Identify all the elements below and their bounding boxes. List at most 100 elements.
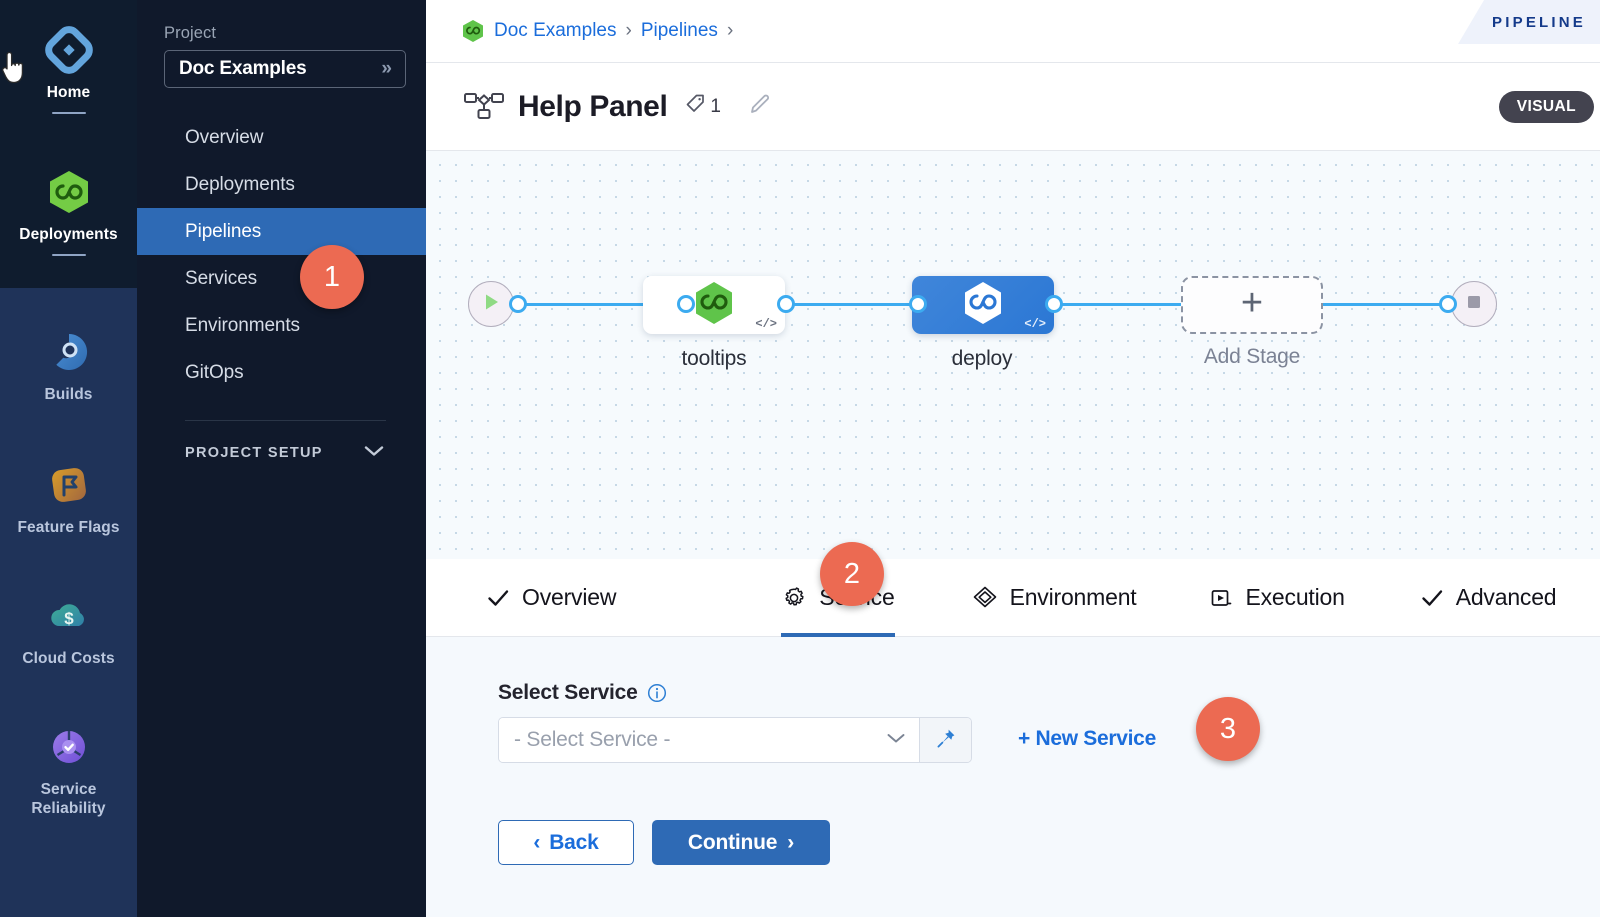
rail-item-label: Feature Flags <box>17 518 120 536</box>
pencil-icon[interactable] <box>747 91 773 122</box>
rail-item-label: Deployments <box>19 225 118 243</box>
project-selector[interactable]: Doc Examples » <box>164 50 406 88</box>
continue-button[interactable]: Continue › <box>652 820 830 865</box>
sidebar-item-label: Deployments <box>185 173 295 195</box>
select-service-group: - Select Service - <box>498 717 972 763</box>
rail-item-builds[interactable]: Builds <box>0 316 137 413</box>
chevron-right-icon: › <box>787 830 795 854</box>
plus-icon: + <box>1240 282 1264 324</box>
pin-icon <box>935 727 957 754</box>
stage-card-deploy[interactable]: </> <box>912 276 1054 334</box>
sidebar-item-services[interactable]: Services <box>137 255 426 302</box>
rail-item-home[interactable]: Home <box>0 14 137 122</box>
chevron-down-icon <box>364 445 384 461</box>
sidebar-item-overview[interactable]: Overview <box>137 114 426 161</box>
sidebar-item-label: Pipelines <box>185 220 262 242</box>
sidebar-item-label: Services <box>185 267 258 289</box>
pipeline-title-bar: Help Panel 1 VISUAL <box>426 63 1600 151</box>
harness-hex-green-icon <box>693 280 735 331</box>
pipeline-nodes-icon <box>462 89 506 125</box>
module-rail-top: Home Deployments <box>0 0 137 288</box>
edge-deploy-to-add <box>1031 303 1196 306</box>
breadcrumb: Doc Examples › Pipelines › PIPELINE <box>426 0 1600 63</box>
info-icon[interactable] <box>647 683 667 703</box>
port-deploy-out[interactable] <box>1045 295 1063 313</box>
tab-label: Advanced <box>1455 584 1557 610</box>
cloud-costs-icon: $ <box>43 590 95 642</box>
tab-execution[interactable]: Execution <box>1209 559 1345 637</box>
sidebar-item-pipelines[interactable]: Pipelines <box>137 208 426 255</box>
tab-label: Execution <box>1245 584 1345 610</box>
home-diamond-icon <box>43 24 95 76</box>
select-service-value: - Select Service - <box>514 728 671 751</box>
pin-service-button[interactable] <box>919 718 971 762</box>
check-icon <box>486 587 510 609</box>
tab-overview[interactable]: Overview <box>486 559 616 637</box>
check-icon <box>1420 587 1444 609</box>
stage-card-tooltips[interactable]: </> <box>643 276 785 334</box>
select-service-label-row: Select Service <box>498 681 1600 705</box>
port-deploy-in[interactable] <box>909 295 927 313</box>
stage-tabs: Overview Service <box>426 559 1600 637</box>
sidebar-item-label: Overview <box>185 126 264 148</box>
pipeline-canvas[interactable]: </> tooltips </> deploy <box>426 151 1600 559</box>
module-rail-bottom: Builds Feature Flags <box>0 288 137 917</box>
port-tooltips-in[interactable] <box>677 295 695 313</box>
port-tooltips-out[interactable] <box>777 295 795 313</box>
continue-button-label: Continue <box>687 830 778 854</box>
rail-item-cloud-costs[interactable]: $ Cloud Costs <box>0 580 137 677</box>
add-stage-button[interactable]: + <box>1181 276 1323 334</box>
rail-item-feature-flags[interactable]: Feature Flags <box>0 449 137 546</box>
project-selector-name: Doc Examples <box>179 58 307 79</box>
field-label: Select Service <box>498 681 638 704</box>
main-content: Doc Examples › Pipelines › PIPELINE Help… <box>426 0 1600 917</box>
sidebar-item-environments[interactable]: Environments <box>137 302 426 349</box>
project-sidebar: Project Doc Examples » Overview Deployme… <box>137 0 426 917</box>
sidebar-divider <box>185 420 386 421</box>
mode-badge-visual[interactable]: VISUAL <box>1498 90 1594 123</box>
step-badge-3: 3 <box>1196 697 1260 761</box>
rail-item-service-reliability[interactable]: Service Reliability <box>0 711 137 827</box>
select-service-input[interactable]: - Select Service - <box>499 718 919 762</box>
port-end-in[interactable] <box>1439 295 1457 313</box>
tab-environment[interactable]: Environment <box>972 559 1137 637</box>
tag-count-label: 1 <box>710 95 721 117</box>
service-form: Select Service - Select Service - <box>426 637 1600 917</box>
rail-spacer <box>0 677 137 711</box>
play-icon <box>480 291 502 318</box>
play-box-icon <box>1209 586 1233 610</box>
tag-count[interactable]: 1 <box>683 92 721 122</box>
stop-icon <box>1464 292 1484 317</box>
breadcrumb-link-project[interactable]: Doc Examples <box>494 20 617 41</box>
breadcrumb-link-pipelines[interactable]: Pipelines <box>640 20 718 41</box>
stage-code-badge: </> <box>1024 317 1046 331</box>
service-reliability-icon <box>43 721 95 773</box>
harness-hex-white-icon <box>962 280 1004 331</box>
rail-item-label: Home <box>46 84 91 101</box>
port-start-out[interactable] <box>509 295 527 313</box>
module-rail: Home Deployments <box>0 0 137 917</box>
stage-code-badge: </> <box>755 317 777 331</box>
sidebar-item-label: PROJECT SETUP <box>185 445 323 461</box>
tab-label: Overview <box>522 584 617 610</box>
rail-spacer <box>0 546 137 580</box>
tab-advanced[interactable]: Advanced <box>1420 559 1557 637</box>
pipeline-start-node[interactable] <box>468 281 514 327</box>
rail-spacer <box>0 122 137 156</box>
new-service-link[interactable]: + New Service <box>1018 727 1156 750</box>
form-actions: ‹ Back Continue › <box>498 820 1600 865</box>
pipeline-end-node[interactable] <box>1451 281 1497 327</box>
layers-icon <box>972 585 998 611</box>
breadcrumb-separator: › <box>625 20 632 41</box>
edge-add-to-end <box>1316 303 1466 306</box>
edge-tooltips-to-deploy <box>766 303 931 306</box>
pipeline-corner-flag-label: PIPELINE <box>1492 13 1586 31</box>
harness-hex-green-icon <box>462 19 484 43</box>
rail-item-deployments[interactable]: Deployments <box>0 156 137 264</box>
back-button[interactable]: ‹ Back <box>498 820 634 865</box>
gear-icon <box>781 585 807 611</box>
sidebar-item-deployments[interactable]: Deployments <box>137 161 426 208</box>
sidebar-item-project-setup[interactable]: PROJECT SETUP <box>137 445 426 461</box>
sidebar-item-gitops[interactable]: GitOps <box>137 349 426 396</box>
